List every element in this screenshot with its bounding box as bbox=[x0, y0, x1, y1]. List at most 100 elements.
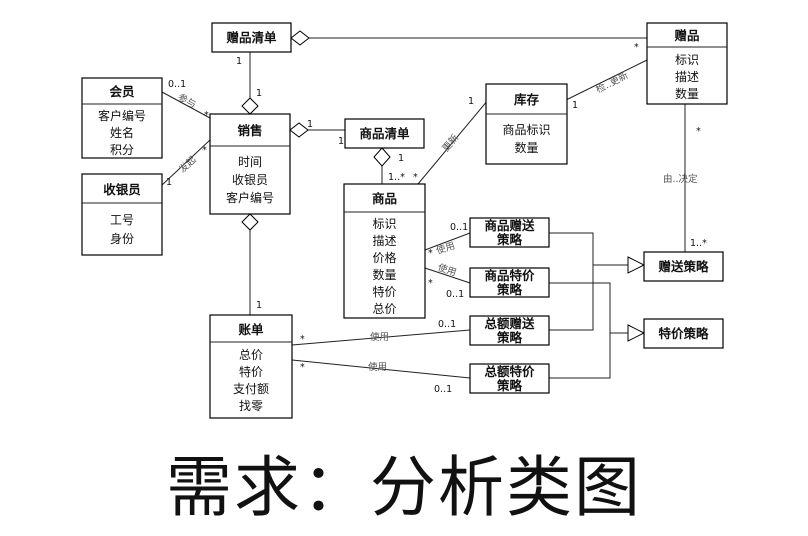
edge-label-participate: 参与 bbox=[176, 91, 198, 111]
class-special-strategy[interactable]: 特价策略 bbox=[643, 318, 724, 349]
edge-label-update: 更新 bbox=[440, 132, 462, 155]
class-attr: 数量 bbox=[372, 267, 396, 282]
class-title: 特价策略 bbox=[658, 326, 709, 341]
class-title: 商品清单 bbox=[359, 126, 410, 141]
class-title: 策略 bbox=[497, 330, 523, 345]
mult: 1 bbox=[166, 177, 172, 188]
class-title: 会员 bbox=[109, 84, 135, 99]
class-total-special-strategy[interactable]: 总额特价 策略 bbox=[469, 363, 550, 394]
class-title: 赠送策略 bbox=[658, 259, 709, 274]
class-cashier[interactable]: 收银员 工号 身份 bbox=[81, 173, 163, 256]
aggregation-diamond bbox=[241, 213, 259, 231]
class-product-gift-strategy[interactable]: 商品赠送 策略 bbox=[469, 217, 550, 248]
edge-label-use: 使用 bbox=[370, 331, 389, 343]
mult: 0..1 bbox=[434, 384, 452, 395]
mult: * bbox=[300, 334, 305, 345]
generalization-arrow bbox=[627, 324, 646, 342]
class-inventory[interactable]: 库存 商品标识 数量 bbox=[485, 83, 568, 165]
mult: * bbox=[634, 42, 639, 53]
class-attr: 总价 bbox=[372, 302, 396, 316]
class-title: 商品赠送 bbox=[484, 218, 535, 233]
mult: * bbox=[202, 145, 207, 156]
edge-tgs-gen bbox=[549, 265, 594, 331]
mult: 1 bbox=[572, 100, 578, 111]
class-attr: 支付额 bbox=[233, 382, 269, 396]
class-attr: 找零 bbox=[239, 399, 263, 413]
mult: 0..1 bbox=[450, 222, 468, 233]
mult: 1 bbox=[338, 136, 344, 147]
class-attr: 数量 bbox=[514, 140, 538, 155]
edge-label-initiate: 发起 bbox=[177, 153, 200, 175]
class-title: 赠品 bbox=[674, 28, 699, 43]
class-gift-strategy[interactable]: 赠送策略 bbox=[643, 251, 724, 282]
aggregation-diamond bbox=[289, 122, 309, 138]
edge-label-check-update: 检..更新 bbox=[594, 69, 631, 96]
class-attr: 客户编号 bbox=[226, 190, 274, 205]
edge-bill-tss bbox=[291, 359, 471, 379]
class-sale[interactable]: 销售 时间 收银员 客户编号 bbox=[209, 113, 291, 215]
mult: 0..1 bbox=[438, 319, 456, 330]
class-member[interactable]: 会员 客户编号 姓名 积分 bbox=[81, 77, 163, 159]
class-title: 收银员 bbox=[103, 182, 141, 197]
edge-cashier-sale bbox=[161, 139, 211, 186]
class-attr: 描述 bbox=[675, 70, 699, 84]
mult: * bbox=[204, 110, 209, 121]
edge-label-decide: 由..决定 bbox=[663, 173, 698, 185]
edge-bill-tgs bbox=[291, 329, 471, 346]
mult: * bbox=[413, 172, 418, 183]
aggregation-diamond bbox=[373, 147, 391, 167]
mult: * bbox=[428, 248, 433, 259]
mult: 0..1 bbox=[446, 289, 464, 300]
mult: 1 bbox=[256, 300, 262, 311]
class-title: 商品特价 bbox=[484, 268, 535, 283]
edges bbox=[161, 30, 686, 379]
class-title: 库存 bbox=[514, 92, 540, 107]
class-attr: 特价 bbox=[372, 284, 396, 299]
class-attr: 客户编号 bbox=[98, 108, 146, 123]
class-attr: 描述 bbox=[372, 234, 396, 248]
class-attr: 收银员 bbox=[232, 173, 268, 187]
class-gift-list[interactable]: 赠品清单 bbox=[211, 22, 292, 53]
edge-inventory-gift bbox=[565, 59, 648, 101]
class-title: 策略 bbox=[497, 232, 523, 247]
mult: 1 bbox=[398, 153, 404, 164]
class-attr: 总价 bbox=[239, 348, 263, 362]
class-attr: 特价 bbox=[239, 364, 263, 379]
class-title: 总额赠送 bbox=[484, 316, 535, 331]
edge-pss-gen bbox=[549, 282, 628, 334]
class-attr: 工号 bbox=[110, 213, 134, 227]
mult: 1..* bbox=[690, 238, 707, 249]
class-attr: 身份 bbox=[110, 231, 134, 246]
edge-tss-gen bbox=[549, 333, 611, 379]
class-product[interactable]: 商品 标识 描述 价格 数量 特价 总价 bbox=[343, 183, 426, 319]
class-title: 销售 bbox=[237, 123, 262, 138]
mult: * bbox=[428, 278, 433, 289]
class-attr: 商品标识 bbox=[502, 122, 550, 137]
class-attr: 数量 bbox=[675, 86, 699, 101]
mult: * bbox=[696, 126, 701, 137]
edge-label-use: 使用 bbox=[435, 240, 457, 257]
class-attr: 姓名 bbox=[110, 125, 134, 140]
class-title: 商品 bbox=[372, 191, 397, 206]
class-product-special-strategy[interactable]: 商品特价 策略 bbox=[469, 267, 550, 298]
mult: 1 bbox=[307, 119, 313, 130]
edge-product-pss bbox=[424, 267, 471, 284]
class-total-gift-strategy[interactable]: 总额赠送 策略 bbox=[469, 315, 550, 346]
class-attr: 标识 bbox=[675, 53, 699, 67]
class-gift[interactable]: 赠品 标识 描述 数量 bbox=[646, 22, 728, 105]
mult: 1 bbox=[468, 96, 474, 107]
class-attr: 积分 bbox=[110, 143, 134, 157]
class-title: 策略 bbox=[497, 378, 523, 393]
edge-label-use: 使用 bbox=[368, 361, 387, 373]
edge-inventory-product bbox=[417, 99, 489, 185]
class-title: 赠品清单 bbox=[226, 30, 277, 45]
class-bill[interactable]: 账单 总价 特价 支付额 找零 bbox=[209, 314, 293, 419]
class-attr: 时间 bbox=[238, 155, 262, 169]
class-product-list[interactable]: 商品清单 bbox=[344, 118, 425, 149]
diagram-caption: 需求：分析类图 bbox=[166, 449, 642, 526]
aggregation-diamond bbox=[290, 30, 310, 46]
mult: 1..* bbox=[388, 172, 405, 183]
generalization-arrow bbox=[627, 256, 646, 274]
mult: * bbox=[300, 362, 305, 373]
